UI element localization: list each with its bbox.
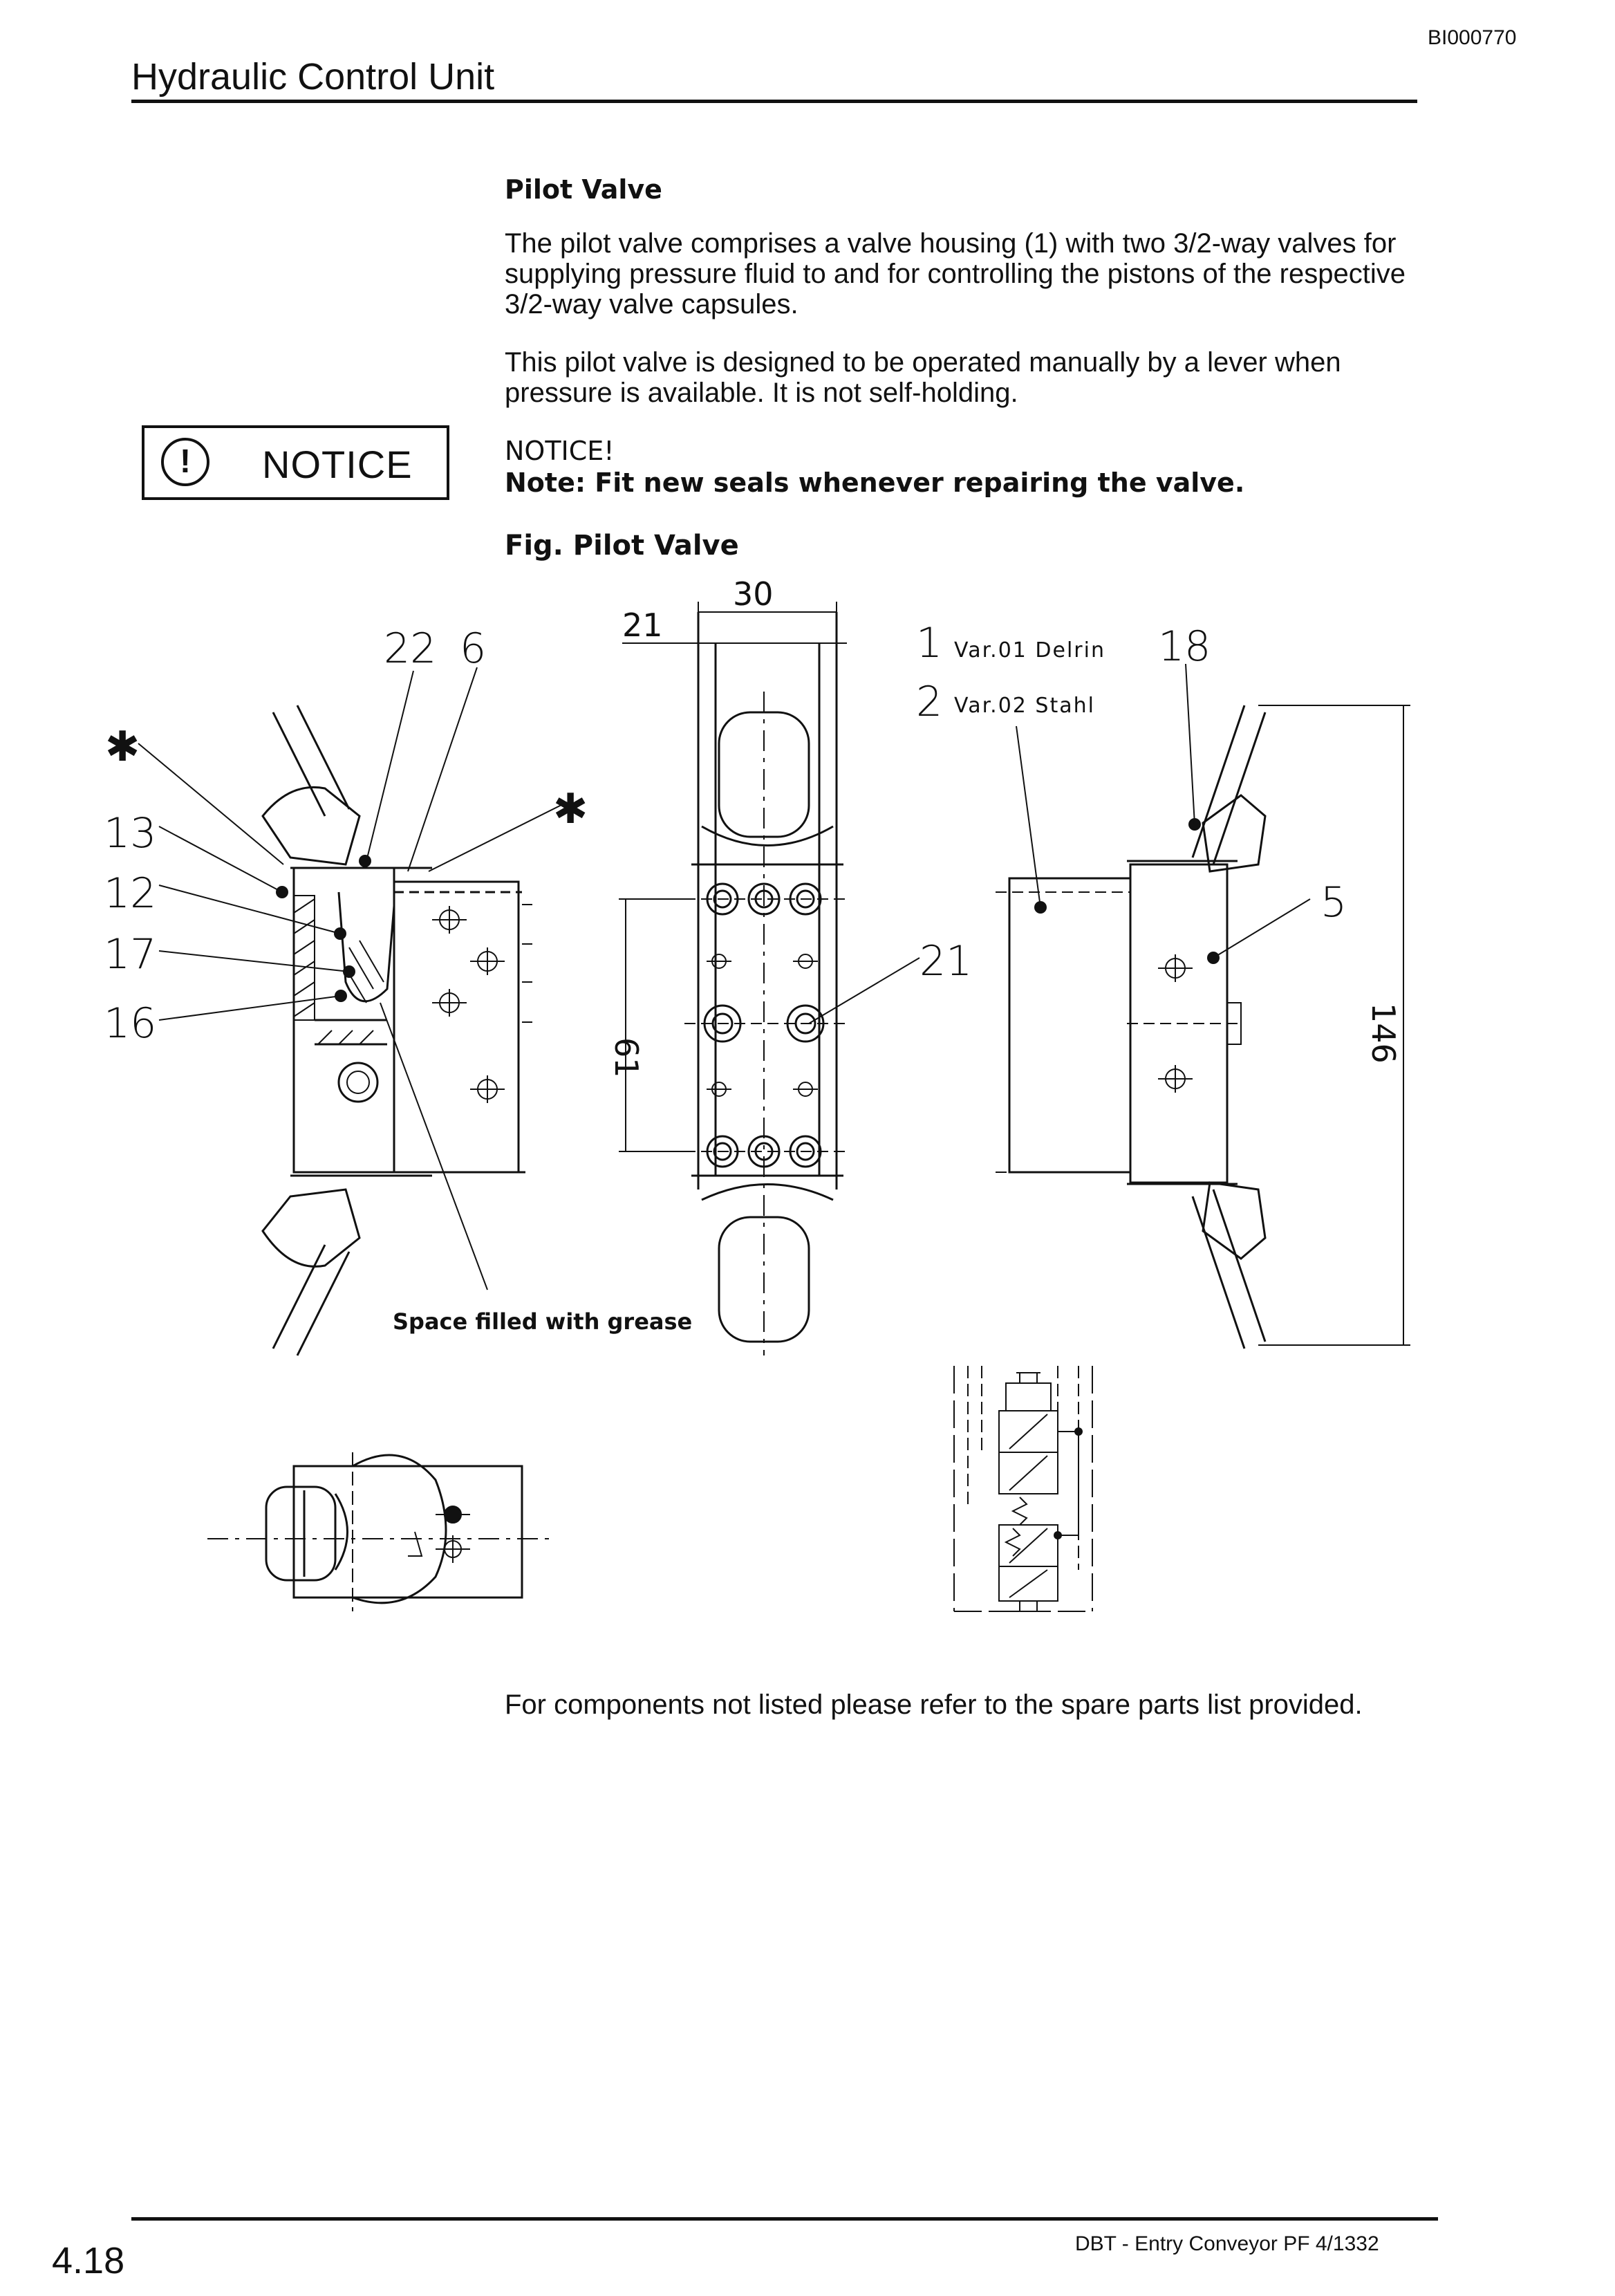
port-label-r: R	[524, 935, 537, 958]
port-hole	[432, 906, 505, 1103]
right-side-view	[996, 663, 1410, 1349]
notice-label: NOTICE	[262, 443, 413, 486]
callout-1: 1	[916, 619, 942, 667]
callout-21-side: 21	[919, 937, 972, 985]
paragraph-operation: This pilot valve is designed to be opera…	[505, 347, 1341, 408]
callout-6: 6	[460, 624, 486, 673]
center-front-view	[619, 602, 920, 1355]
dimension-30: 30	[733, 575, 774, 613]
paragraph-description: The pilot valve comprises a valve housin…	[505, 228, 1406, 320]
bottom-plan-view	[207, 1452, 553, 1611]
document-footer: DBT - Entry Conveyor PF 4/1332	[1075, 2232, 1379, 2255]
page-number: 4.18	[52, 2240, 125, 2281]
exclamation-circle-icon: !	[161, 438, 209, 486]
notice-box: ! NOTICE	[142, 425, 449, 500]
footer-divider	[131, 2217, 1438, 2221]
section-heading: Pilot Valve	[505, 174, 662, 205]
callout-star-left: ✱	[105, 723, 140, 771]
grease-label: Space filled with grease	[393, 1308, 693, 1335]
figure-caption: Fig. Pilot Valve	[505, 530, 739, 562]
hydraulic-schematic	[953, 1366, 1093, 1612]
header-divider	[131, 100, 1417, 103]
document-id: BI000770	[1428, 26, 1517, 49]
callout-13: 13	[104, 809, 156, 858]
callout-var01-delrin: Var.01 Delrin	[954, 638, 1105, 663]
dimension-61: 61	[608, 1037, 645, 1078]
notice-text: Note: Fit new seals whenever repairing t…	[505, 467, 1245, 498]
callout-21-top: 21	[622, 607, 663, 644]
schematic-port-b: B	[985, 1343, 998, 1366]
footer-note: For components not listed please refer t…	[505, 1689, 1363, 1720]
callout-2: 2	[916, 678, 942, 726]
left-side-view	[138, 667, 568, 1356]
callout-12: 12	[104, 869, 156, 918]
callout-18: 18	[1158, 622, 1211, 671]
callout-17: 17	[104, 930, 156, 979]
port-label-b: B	[524, 895, 537, 918]
schematic-port-r: R	[1075, 1343, 1088, 1366]
port-label-p: P	[524, 1014, 536, 1037]
schematic-port-a: A	[954, 1343, 967, 1366]
callout-star-right: ✱	[553, 785, 588, 833]
port-label-a: A	[524, 974, 537, 997]
callout-22: 22	[384, 624, 436, 673]
page-header-title: Hydraulic Control Unit	[131, 56, 495, 98]
dimension-146: 146	[1365, 1003, 1402, 1064]
schematic-port-p: P	[1040, 1343, 1052, 1366]
callout-var02-stahl: Var.02 Stahl	[954, 694, 1095, 718]
callout-5: 5	[1320, 878, 1347, 927]
callout-16: 16	[104, 999, 156, 1048]
notice-title: NOTICE!	[505, 436, 615, 466]
